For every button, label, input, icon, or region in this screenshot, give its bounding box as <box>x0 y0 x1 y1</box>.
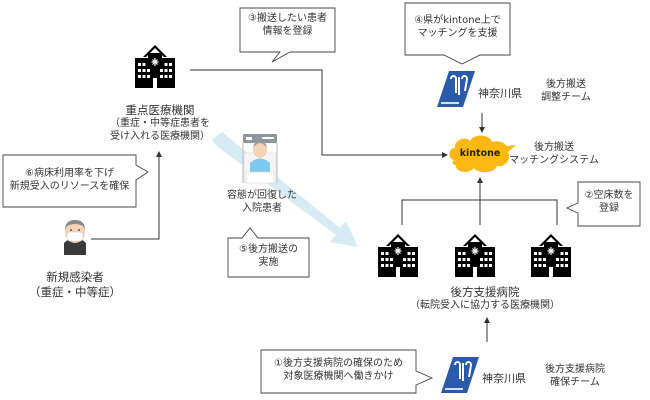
callout-3-text: ③搬送したい患者 情報を登録 <box>248 13 327 37</box>
recovered-patient-icon <box>242 134 278 184</box>
callout-1-text: ①後方支援病院の確保のため 対象医療機関へ働きかけ <box>274 358 403 382</box>
line-priority-to-kintone <box>190 69 448 158</box>
callout-2-box <box>565 181 641 227</box>
new-patient-title: 新規感染者 <box>46 270 104 284</box>
callout-4-box <box>404 2 511 65</box>
support-hospitals-title: 後方支援病院 <box>450 285 520 299</box>
pref-name-securing: 神奈川県 <box>482 372 526 385</box>
callout-2-text: ②空床数を 登録 <box>584 190 634 214</box>
priority-hospital-title: 重点医療機関 <box>125 103 195 117</box>
kanagawa-logo-icon <box>440 356 480 394</box>
support-hospital-icon <box>530 233 572 278</box>
callout-6-text: ⑥病床利用率を下げ 新規受入のリソースを確保 <box>9 168 130 192</box>
line-newpatient-to-priority <box>91 151 162 240</box>
priority-hospital-icon <box>134 44 176 89</box>
line-hospitals-to-kintone <box>401 178 558 225</box>
callout-6-box <box>2 154 149 208</box>
coordination-team-label: 後方搬送 調整チーム <box>541 79 591 103</box>
securing-team-label: 後方支援病院 確保チーム <box>545 364 605 388</box>
support-hospital-icon <box>454 233 496 278</box>
callout-1-box <box>260 349 434 394</box>
priority-hospital-subtitle: （重症・中等症患者を 受け入れる医療機関） <box>110 118 210 142</box>
pref-name-coordination: 神奈川県 <box>478 87 522 100</box>
new-patient-subtitle: （重症・中等症） <box>29 285 121 299</box>
kintone-logo-text: kintone <box>459 148 501 159</box>
callout-5-text: ⑤後方搬送の 実施 <box>239 244 298 268</box>
kintone-cloud-icon <box>449 135 516 173</box>
support-hospital-icon <box>377 233 419 278</box>
recovered-patient-label: 容態が回復した 入院患者 <box>227 190 297 214</box>
callout-3-box <box>239 7 336 63</box>
kintone-system-label: 後方搬送 マッチングシステム <box>509 142 599 166</box>
callout-5-box <box>227 227 310 278</box>
new-patient-icon <box>64 220 86 255</box>
support-hospitals-subtitle: （転院受入に協力する医療機関） <box>410 300 560 311</box>
kanagawa-logo-icon <box>436 70 476 108</box>
callout-4-text: ④県がkintone上で マッチングを支援 <box>414 15 501 39</box>
